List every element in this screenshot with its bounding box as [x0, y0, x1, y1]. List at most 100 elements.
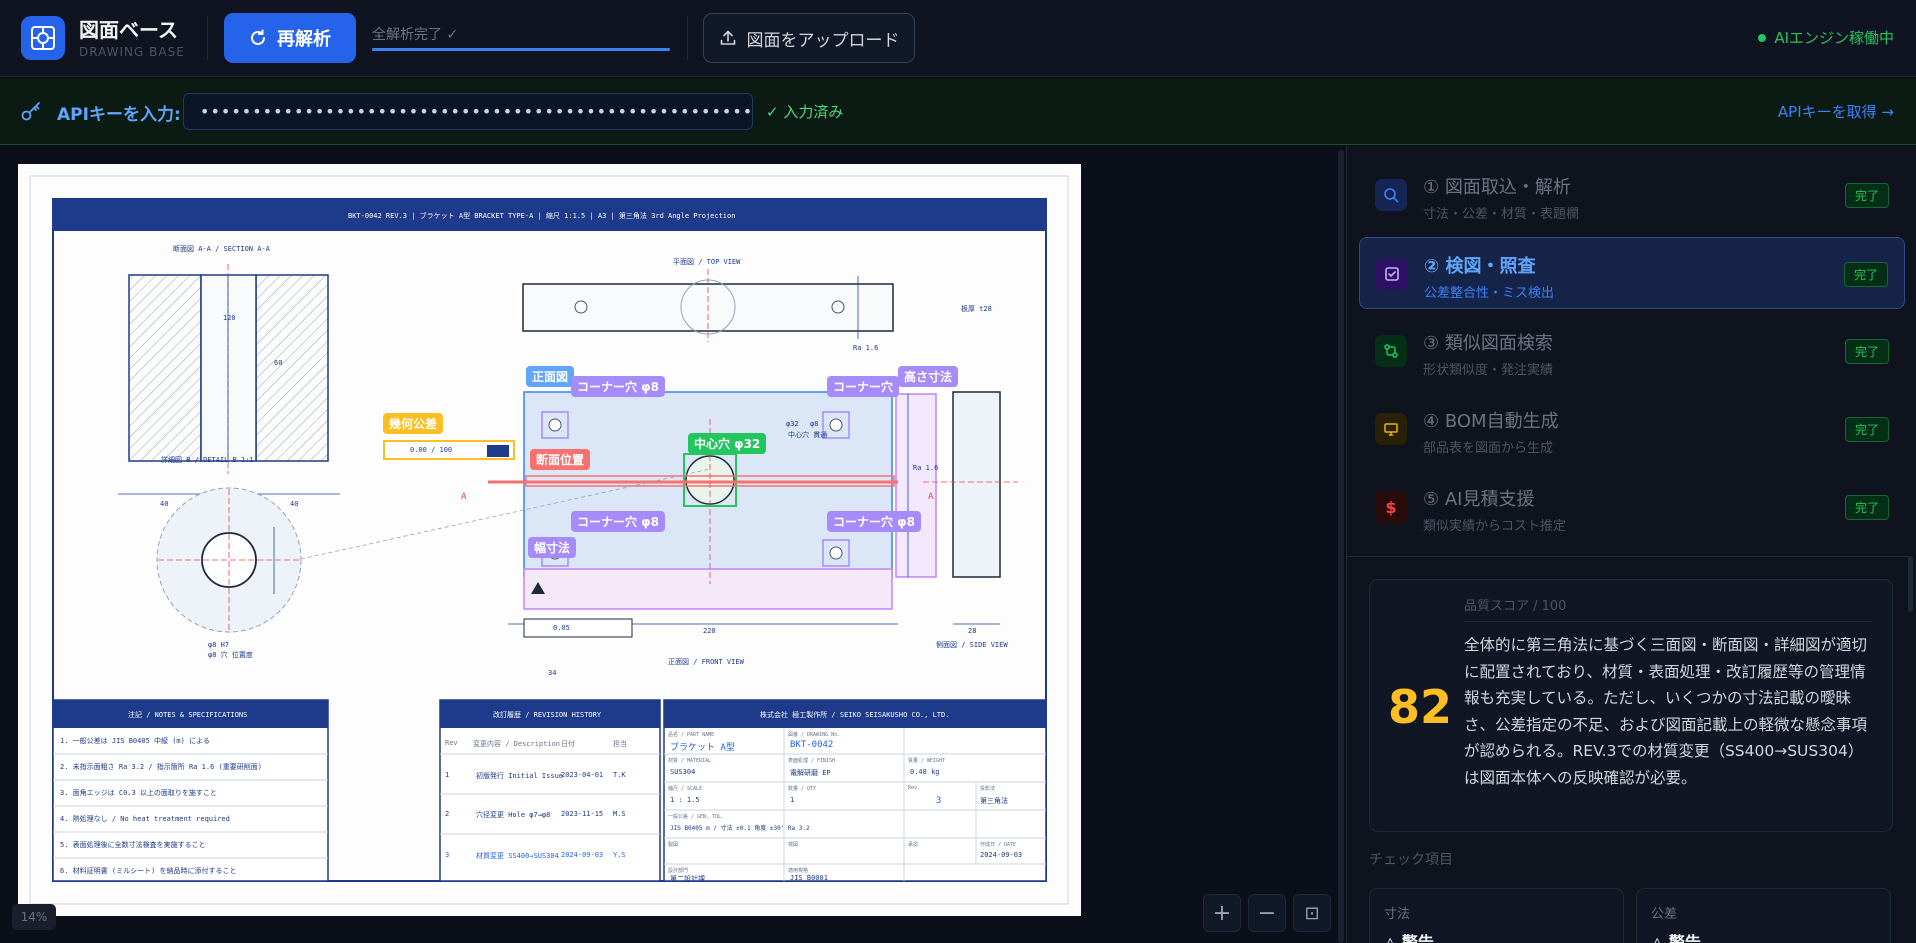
- app-header: 図面ベース DRAWING BASE 再解析 全解析完了 ✓ 図面をアップロード…: [0, 0, 1916, 77]
- tb-tolerance: JIS B0405 m / 寸法 ±0.1 角度 ±30' Ra 3.2: [670, 825, 810, 832]
- step-similar-search[interactable]: ③ 類似図面検索 形状類似度・発注実績 完了: [1359, 315, 1905, 387]
- logo-icon: [31, 26, 55, 50]
- note-item: 6. 材料証明書 (ミルシート) を納品時に添付すること: [60, 867, 237, 875]
- tb-weight: 0.48 kg: [910, 768, 940, 776]
- viewer-scrollbar[interactable]: [1338, 150, 1344, 943]
- api-key-bar: APIキーを入力: ••••••••••••••••••••••••••••••…: [0, 78, 1916, 145]
- dim-text: φ8 H7: [208, 641, 230, 649]
- check-square-icon: [1376, 258, 1408, 290]
- reanalyze-label: 再解析: [277, 29, 331, 50]
- zoom-in-button[interactable]: +: [1203, 894, 1241, 932]
- tb-finish: 電解研磨 EP: [790, 769, 831, 777]
- annotation-center-hole[interactable]: 中心穴 φ32: [688, 433, 767, 454]
- panel-divider: [1346, 556, 1908, 557]
- tb-projection: 第三角法: [980, 797, 1008, 805]
- check-item-tolerance[interactable]: 公差 △ 警告: [1636, 888, 1891, 943]
- tb-qty: 1: [790, 796, 795, 804]
- tb-label: 設計部門: [668, 868, 689, 874]
- zoom-out-button[interactable]: −: [1248, 894, 1286, 932]
- tb-label: 適用規格: [788, 868, 809, 874]
- tb-material: SUS304: [670, 768, 696, 776]
- status-badge: 完了: [1844, 183, 1889, 208]
- dim-text: 40: [160, 500, 169, 508]
- dim-text: 板厚 t28: [961, 305, 992, 313]
- section-arrow-a: A: [461, 492, 467, 502]
- step-ai-estimate[interactable]: $ ⑤ AI見積支援 類似実績からコスト推定 完了: [1359, 471, 1905, 543]
- notes-title: 注記 / NOTES & SPECIFICATIONS: [128, 711, 248, 719]
- divider: [1464, 621, 1872, 622]
- annotation-front-view[interactable]: 正面図: [526, 366, 575, 387]
- fit-view-button[interactable]: ⊡: [1293, 894, 1331, 932]
- engine-status: AIエンジン稼働中: [1758, 27, 1894, 48]
- step-title: ② 検図・照査: [1424, 256, 1536, 277]
- annotation-corner-hole[interactable]: コーナー穴 φ8: [571, 376, 665, 397]
- drawing-viewer[interactable]: BKT-0042 REV.3 | ブラケット A型 BRACKET TYPE-A…: [0, 146, 1334, 943]
- drawing-sheet: BKT-0042 REV.3 | ブラケット A型 BRACKET TYPE-A…: [18, 164, 1081, 916]
- revision-cell: 3: [445, 851, 450, 859]
- annotation-section-pos[interactable]: 断面位置: [530, 449, 591, 470]
- tb-date: 2024-09-03: [980, 851, 1023, 859]
- tb-standard: JIS B0001: [790, 874, 828, 882]
- tb-label: 製図: [668, 842, 679, 848]
- note-item: 2. 未指示面粗さ Ra 3.2 / 指示箇所 Ra 1.6 (重要研削面): [60, 763, 262, 771]
- tb-label: 図番 / DRAWING No.: [788, 732, 841, 738]
- revision-cell: 2024-09-03: [561, 851, 604, 859]
- note-item: 4. 熱処理なし / No heat treatment required: [60, 815, 230, 823]
- section-arrow-a: A: [928, 492, 934, 502]
- step-title: ① 図面取込・解析: [1423, 177, 1571, 198]
- upload-button[interactable]: 図面をアップロード: [703, 13, 915, 63]
- upload-icon: [720, 30, 735, 45]
- annotation-corner-hole[interactable]: コーナー穴 φ8: [571, 511, 665, 532]
- upload-label: 図面をアップロード: [746, 30, 900, 51]
- dim-text: 120: [223, 314, 236, 322]
- engine-status-text: AIエンジン稼働中: [1774, 29, 1894, 47]
- step-desc: 公差整合性・ミス検出: [1424, 286, 1555, 301]
- check-item-dimension[interactable]: 寸法 △ 警告: [1369, 888, 1624, 943]
- step-title: ③ 類似図面検索: [1423, 333, 1553, 354]
- annotation-corner-hole[interactable]: コーナー穴: [827, 376, 900, 397]
- step-bom-generation[interactable]: ④ BOM自動生成 部品表を図面から生成 完了: [1359, 393, 1905, 465]
- revision-cell: Y.S: [613, 851, 626, 859]
- api-key-label: APIキーを入力:: [57, 105, 181, 125]
- git-compare-icon: [1375, 335, 1407, 367]
- revision-cell: 2: [445, 810, 450, 818]
- quality-summary: 全体的に第三角法に基づく三面図・断面図・詳細図が適切に配置されており、材質・表面…: [1464, 636, 1868, 787]
- get-api-key-link[interactable]: APIキーを取得 →: [1777, 103, 1894, 121]
- annotation-height-dim[interactable]: 高さ寸法: [898, 366, 959, 387]
- annotation-geo-tol[interactable]: 幾何公差: [383, 413, 444, 434]
- dim-text: Ra 1.6: [913, 464, 939, 472]
- tb-rev: 3: [936, 796, 942, 806]
- dim-text: Ra 1.6: [853, 344, 879, 352]
- dim-text: 34: [548, 669, 557, 677]
- titleblock-title: 株式会社 極工製作所 / SEIKO SEISAKUSHO CO., LTD.: [760, 711, 950, 719]
- check-name: 公差: [1651, 907, 1678, 922]
- step-import-analysis[interactable]: ① 図面取込・解析 寸法・公差・材質・表題欄 完了: [1359, 159, 1905, 231]
- tb-label: 検図: [788, 842, 799, 848]
- tb-label: 品名 / PART NAME: [668, 732, 715, 738]
- annotation-corner-hole[interactable]: コーナー穴 φ8: [827, 511, 921, 532]
- tb-scale: 1 : 1.5: [670, 796, 700, 804]
- revision-cell: 1: [445, 771, 450, 779]
- search-icon: [1375, 179, 1407, 211]
- annotation-width-dim[interactable]: 幅寸法: [528, 537, 577, 558]
- revision-cell: 初版発行 Initial Issue: [476, 772, 564, 780]
- tb-label: 表面処理 / FINISH: [788, 758, 836, 764]
- step-inspection[interactable]: ② 検図・照査 公差整合性・ミス検出 完了: [1359, 237, 1905, 309]
- reanalyze-button[interactable]: 再解析: [224, 13, 356, 63]
- tb-label: 質量 / WEIGHT: [908, 758, 946, 764]
- api-key-status: ✓ 入力済み: [766, 103, 844, 121]
- panel-scrollbar[interactable]: [1908, 556, 1913, 612]
- status-dot-icon: [1758, 33, 1767, 42]
- dim-text: 60: [274, 359, 283, 367]
- progress-bar: [372, 48, 670, 51]
- dim-text: φ8 穴 位置度: [208, 651, 253, 659]
- front-view-label: 正面図 / FRONT VIEW: [668, 658, 744, 666]
- dim-text: 28: [968, 627, 977, 635]
- quality-score-card: 82 品質スコア / 100 全体的に第三角法に基づく三面図・断面図・詳細図が適…: [1369, 579, 1893, 832]
- tb-drawing-no: BKT-0042: [790, 740, 834, 750]
- tb-label: 数量 / QTY: [788, 786, 817, 792]
- revision-header: 変更内容 / Description: [473, 740, 561, 748]
- api-key-input[interactable]: ••••••••••••••••••••••••••••••••••••••••…: [183, 93, 753, 130]
- check-name: 寸法: [1384, 907, 1411, 922]
